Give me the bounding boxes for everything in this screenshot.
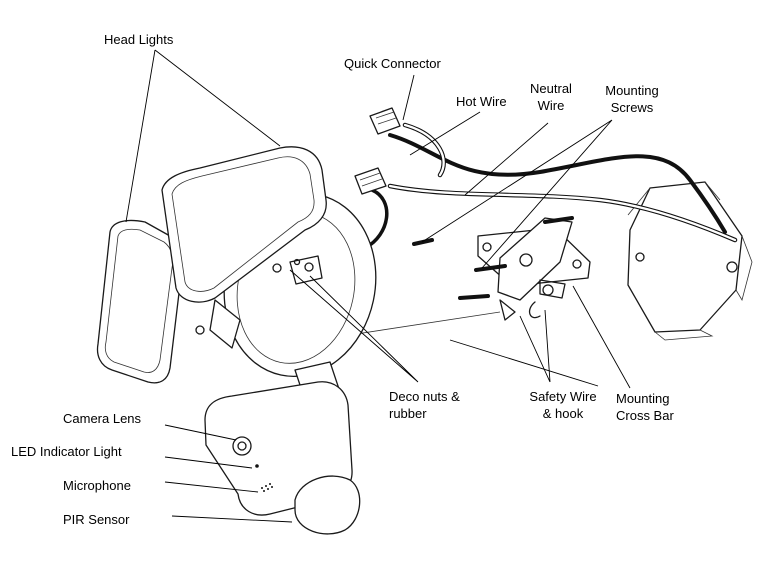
microphone-grille <box>261 483 273 492</box>
label-neutral-wire: Neutral Wire <box>526 80 576 114</box>
quick-connector <box>354 107 401 195</box>
label-deco-nuts-line1: Deco nuts & <box>389 389 460 404</box>
junction-box <box>627 181 753 341</box>
label-safety-wire-line1: Safety Wire <box>529 389 597 404</box>
label-safety-wire-line2: & hook <box>542 406 584 421</box>
label-neutral-wire-line1: Neutral <box>530 81 572 96</box>
mounting-cross-bar <box>477 217 591 321</box>
label-head-lights: Head Lights <box>104 32 174 47</box>
label-quick-connector: Quick Connector <box>344 56 441 71</box>
camera-module <box>204 361 361 535</box>
label-led-indicator: LED Indicator Light <box>11 444 122 459</box>
wires <box>329 122 738 339</box>
label-mounting-screws: Mounting Screws <box>600 82 664 116</box>
label-mounting-cross-bar-line1: Mounting <box>616 391 670 406</box>
label-mounting-cross-bar: Mounting Cross Bar <box>616 390 674 424</box>
label-neutral-wire-line2: Wire <box>537 98 565 113</box>
leader-lines <box>125 49 631 523</box>
label-pir-sensor: PIR Sensor <box>63 512 130 527</box>
head-lights <box>96 146 327 384</box>
label-microphone: Microphone <box>63 478 131 493</box>
label-mounting-screws-line2: Screws <box>610 100 654 115</box>
label-mounting-screws-line1: Mounting <box>605 83 659 98</box>
label-deco-nuts-line2: rubber <box>389 406 427 421</box>
label-safety-wire: Safety Wire & hook <box>525 388 601 422</box>
label-mounting-cross-bar-line2: Cross Bar <box>616 408 674 423</box>
label-camera-lens: Camera Lens <box>63 411 142 426</box>
label-deco-nuts: Deco nuts & rubber <box>389 388 460 422</box>
mounting-screws <box>412 216 574 300</box>
label-hot-wire: Hot Wire <box>456 94 507 109</box>
